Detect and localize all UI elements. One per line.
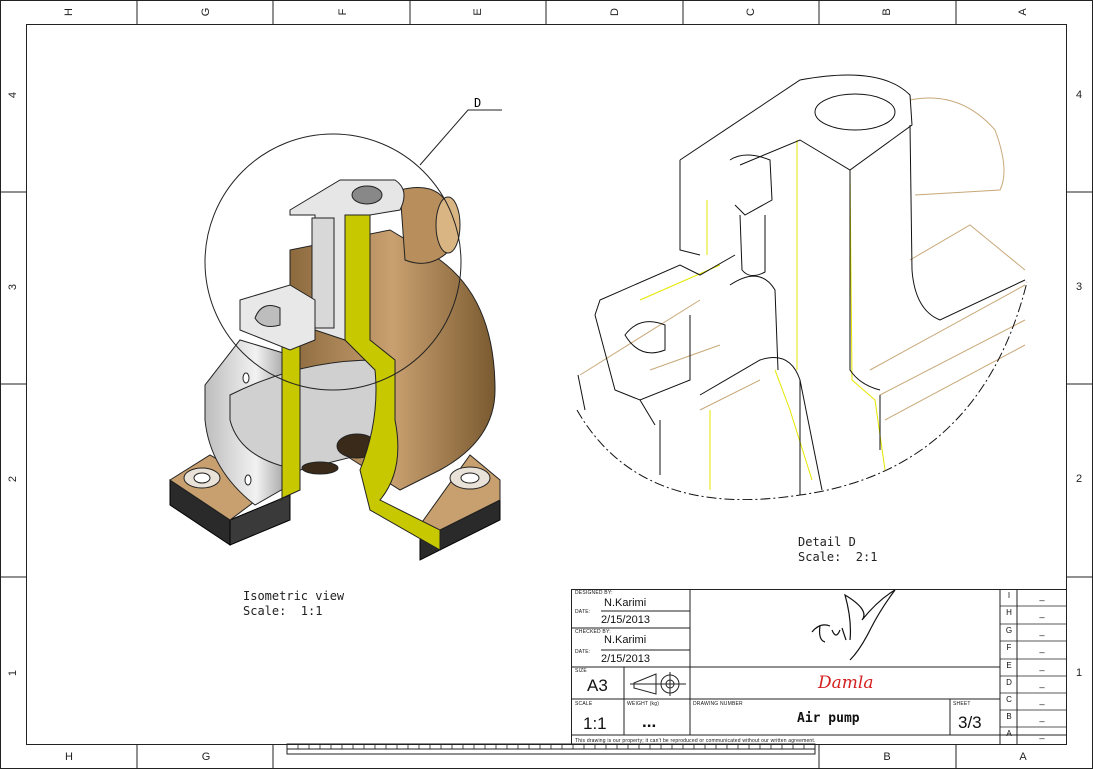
detail-d-view bbox=[576, 74, 1028, 500]
revision-d: D bbox=[1006, 678, 1012, 687]
weight-label: WEIGHT (kg) bbox=[627, 701, 660, 707]
revision-c: C bbox=[1006, 695, 1012, 704]
scale-label: SCALE bbox=[575, 701, 593, 707]
designed-by-label: DESIGNED BY: bbox=[575, 590, 613, 596]
zone-right-1: 1 bbox=[1075, 667, 1083, 679]
revision-a: A bbox=[1006, 729, 1012, 738]
detail-view-scale: Scale: 2:1 bbox=[798, 550, 878, 564]
revision-a-value: _ bbox=[1039, 729, 1045, 739]
designed-date-value: 2/15/2013 bbox=[601, 614, 650, 626]
zone-bottom-g: G bbox=[201, 751, 211, 763]
detail-callout-label: D bbox=[474, 96, 482, 110]
projection-symbol-icon bbox=[630, 672, 686, 696]
detail-view-title: Detail D bbox=[798, 535, 856, 549]
revision-f: F bbox=[1006, 643, 1012, 652]
checked-date-label: DATE: bbox=[575, 649, 591, 655]
revision-f-value: _ bbox=[1039, 643, 1045, 653]
revision-i: I bbox=[1007, 591, 1011, 600]
zone-bottom-a: A bbox=[1019, 751, 1027, 763]
designed-by-value: N.Karimi bbox=[604, 597, 647, 609]
weight-value: ... bbox=[642, 712, 657, 731]
size-label: SIZE bbox=[575, 668, 587, 674]
checked-by-label: CHECKED BY: bbox=[575, 629, 611, 635]
property-notice: This drawing is our property; it can't b… bbox=[575, 738, 816, 744]
revision-h-value: _ bbox=[1039, 608, 1045, 618]
revision-b: B bbox=[1006, 712, 1012, 721]
revision-i-value: _ bbox=[1039, 591, 1045, 601]
isometric-view-scale: Scale: 1:1 bbox=[243, 604, 323, 618]
revision-e: E bbox=[1006, 661, 1012, 670]
zone-bottom-b: B bbox=[883, 751, 891, 763]
sheet-label: SHEET bbox=[953, 701, 971, 707]
company-name: Damla bbox=[818, 673, 874, 693]
revision-g-value: _ bbox=[1039, 626, 1045, 636]
checked-by-value: N.Karimi bbox=[604, 634, 647, 646]
signature-icon bbox=[811, 589, 896, 661]
revision-c-value: _ bbox=[1039, 695, 1045, 705]
isometric-view-title: Isometric view bbox=[243, 589, 345, 603]
size-value: A3 bbox=[587, 676, 608, 695]
drawing-number-value: Air pump bbox=[797, 711, 860, 726]
revision-b-value: _ bbox=[1039, 712, 1045, 722]
checked-date-value: 2/15/2013 bbox=[601, 653, 650, 665]
scale-value: 1:1 bbox=[583, 714, 607, 733]
zone-right-4: 4 bbox=[1075, 89, 1083, 101]
sheet-value: 3/3 bbox=[958, 713, 982, 732]
designed-date-label: DATE: bbox=[575, 609, 591, 615]
revision-e-value: _ bbox=[1039, 661, 1045, 671]
isometric-section-view bbox=[169, 109, 502, 561]
drawing-number-label: DRAWING NUMBER bbox=[693, 701, 743, 707]
revision-d-value: _ bbox=[1039, 678, 1045, 688]
zone-right-2: 2 bbox=[1075, 473, 1083, 485]
zone-right-3: 3 bbox=[1075, 281, 1083, 293]
revision-h: H bbox=[1006, 608, 1012, 617]
revision-g: G bbox=[1005, 626, 1013, 635]
zone-bottom-h: H bbox=[65, 751, 73, 763]
